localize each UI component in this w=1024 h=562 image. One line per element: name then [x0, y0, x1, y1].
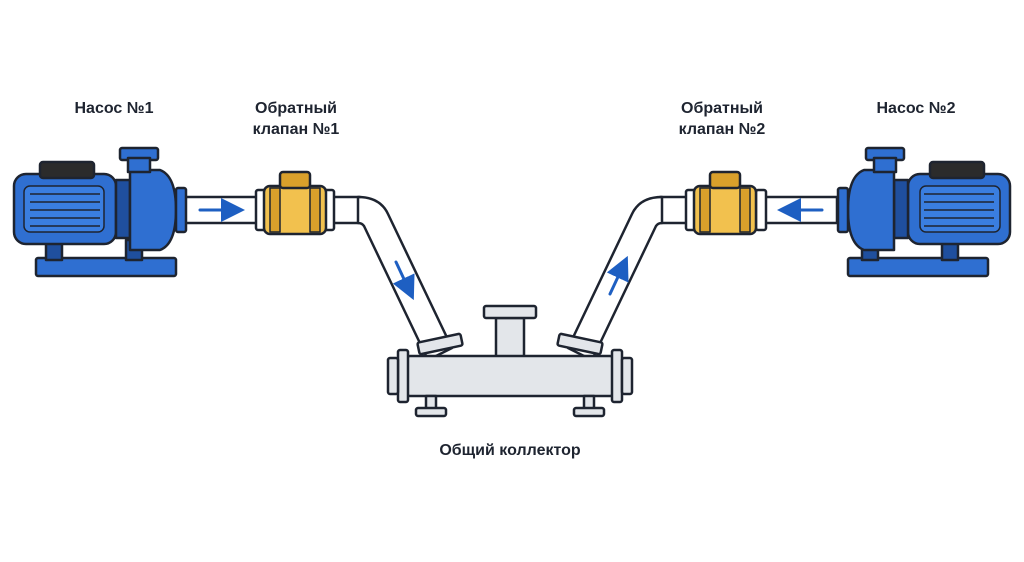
flow-arrows [198, 198, 824, 301]
check-valve-1-label: Обратный клапан №1 [252, 100, 340, 138]
pump-1-label: Насос №1 [74, 100, 154, 117]
flow-arrow-icon [392, 260, 415, 301]
manifold-label: Общий коллектор [439, 442, 581, 459]
flow-arrow-icon [606, 255, 629, 296]
pump-icon [836, 146, 1012, 278]
check-valve-icon [684, 170, 768, 236]
pump-icon [12, 146, 188, 278]
check-valve-2-label: Обратный клапан №2 [678, 100, 766, 138]
pump-2-label: Насос №2 [876, 100, 956, 117]
check-valve-icon [254, 170, 336, 236]
manifold-icon [386, 304, 634, 418]
